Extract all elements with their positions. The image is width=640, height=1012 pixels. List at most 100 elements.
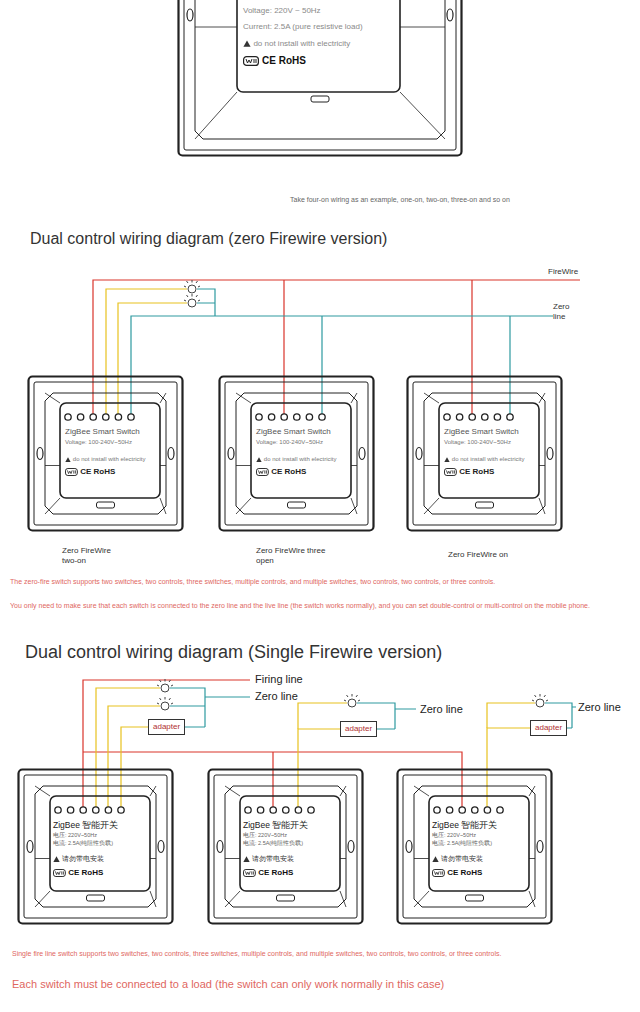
cert-mark: CE RoHS — [459, 467, 494, 477]
label-row: do not install with electricity — [65, 456, 155, 463]
product-name: ZigBee Smart Switch — [256, 427, 331, 437]
plate-rib — [195, 0, 445, 139]
terminal — [507, 414, 513, 420]
plate-frame-line — [45, 393, 166, 514]
adapter-box: adapter — [340, 721, 377, 737]
label-row: Voltage: 100-240V~50Hz — [65, 439, 155, 446]
wifi-box — [244, 57, 259, 66]
switch-label-area: ZigBee Smart SwitchVoltage: 100-240V~50H… — [65, 427, 155, 477]
label-row: ZigBee Smart Switch — [444, 427, 534, 437]
mount-hole — [217, 841, 223, 853]
switch-caption: Zero FireWire on — [448, 550, 508, 560]
label-row: do not install with electricity — [444, 456, 534, 463]
lamp-symbol — [157, 697, 173, 710]
warning-symbol — [53, 856, 60, 862]
switch-plate — [17, 768, 174, 925]
plate-tab — [311, 96, 329, 102]
section-heading: Dual control wiring diagram (Single Fire… — [25, 642, 442, 664]
wifi-wave — [434, 871, 442, 874]
plate-inner — [34, 382, 177, 525]
product-name: ZigBee 智能开关 — [243, 820, 308, 830]
cert-mark: CE RoHS — [447, 868, 482, 878]
label-row: do not install with electricity — [243, 39, 355, 49]
label-row: Voltage: 100-240V~50Hz — [256, 439, 346, 446]
terminal — [257, 807, 263, 813]
plate-frame — [220, 377, 374, 531]
adapter-label: adapter — [153, 722, 180, 732]
terminal — [456, 414, 462, 420]
switch-plate — [27, 375, 184, 532]
plate-frame-line — [225, 786, 346, 907]
warning-symbol — [243, 856, 250, 862]
terminal — [434, 807, 440, 813]
lamp-symbol — [184, 280, 200, 293]
warning-symbol — [243, 40, 251, 47]
terminal — [77, 414, 83, 420]
plate-outline — [209, 770, 363, 924]
cert-mark: CE RoHS — [68, 868, 103, 878]
label-row: 电压: 220V~50Hz — [432, 832, 526, 839]
warning-text: do not install with electricity — [264, 456, 337, 463]
terminal — [55, 807, 61, 813]
mount-hole — [406, 841, 412, 853]
label-row: CE RoHS — [53, 868, 147, 878]
terminal — [105, 807, 111, 813]
terminal — [319, 414, 325, 420]
plate-inner — [24, 775, 167, 918]
label-row: CE RoHS — [444, 467, 534, 477]
plate-frame-line — [414, 786, 535, 907]
product-name: ZigBee Smart Switch — [65, 427, 140, 437]
switch-plate — [218, 375, 375, 532]
mount-hole — [547, 448, 553, 460]
red-note: You only need to make sure that each swi… — [10, 602, 628, 610]
terminal — [115, 414, 121, 420]
mount-hole — [228, 448, 234, 460]
spec-text: Voltage: 220V ~ 50Hz — [243, 6, 321, 16]
live-wire — [93, 280, 580, 414]
single-fire-wiring — [83, 680, 576, 807]
label-row: ZigBee Smart Switch — [256, 427, 346, 437]
adapter-label: adapter — [345, 724, 372, 734]
label-row: 电流: 2.5A(纯阻性负载) — [432, 840, 526, 847]
plate-frame-line — [236, 393, 357, 514]
terminal — [306, 414, 312, 420]
plate-rib — [225, 786, 346, 907]
warning-text: do not install with electricity — [253, 39, 350, 49]
plate-inner — [403, 775, 546, 918]
plate-outline — [179, 0, 462, 156]
wifi-logo — [65, 468, 78, 476]
spec-text: Voltage: 100-240V~50Hz — [444, 439, 511, 446]
module-outline — [429, 796, 529, 891]
cert-mark: CE RoHS — [258, 868, 293, 878]
section-heading: Dual control wiring diagram (zero Firewi… — [30, 229, 387, 248]
warning-symbol — [65, 457, 71, 462]
module-outline — [60, 403, 160, 498]
label-row: 电压: 220V~50Hz — [243, 832, 337, 839]
mount-hole — [348, 841, 354, 853]
plate-inner — [413, 382, 556, 525]
red-note: Each switch must be connected to a load … — [12, 978, 444, 991]
plate-inner — [184, 0, 456, 150]
module-outline — [50, 796, 150, 891]
label-row: 请勿带电安装 — [53, 855, 147, 863]
warning-triangle — [444, 457, 449, 462]
plate-outline — [408, 377, 562, 531]
mount-hole — [168, 448, 174, 460]
label-row: ZigBee Smart Switch — [65, 427, 155, 437]
warning-symbol — [432, 856, 439, 862]
label-row: 请勿带电安装 — [243, 855, 337, 863]
wire-label: Zero line — [420, 703, 463, 716]
label-row: ZigBee 智能开关 — [243, 820, 337, 830]
plate-outline — [220, 377, 374, 531]
red-note: The zero-fire switch supports two switch… — [10, 578, 630, 586]
plate-tab — [87, 895, 105, 901]
terminal — [270, 807, 276, 813]
warning-text: do not install with electricity — [452, 456, 525, 463]
wire-label: FireWire — [548, 267, 578, 277]
switch-panel: ZigBee Smart SwitchVoltage: 100-240V~50H… — [218, 375, 375, 532]
terminal — [128, 414, 134, 420]
plate-frame-line — [195, 0, 445, 139]
switch-panel: Voltage: 220V ~ 50HzCurrent: 2.5A (pure … — [177, 0, 463, 157]
switch-label-area: Voltage: 220V ~ 50HzCurrent: 2.5A (pure … — [243, 6, 393, 67]
plate-rib — [424, 393, 545, 514]
